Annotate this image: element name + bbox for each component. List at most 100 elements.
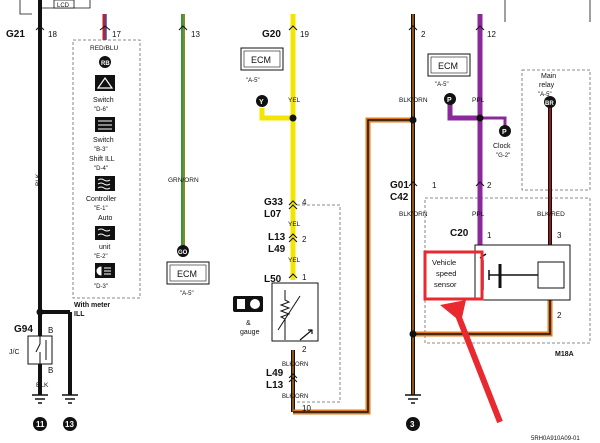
rb-pin-label: RB: [101, 61, 110, 67]
ecm1-inner: [243, 50, 281, 68]
gauge-frame: [292, 204, 341, 403]
meter-unit: unit: [99, 244, 110, 251]
g94-label: G94: [14, 324, 33, 335]
variant-label: M18A: [555, 351, 574, 358]
sender-wiper-icon: [277, 295, 301, 331]
vss-label-line1: Vehicle: [432, 258, 456, 267]
l13-pin: 2: [302, 235, 307, 244]
fog-light-beam-icon: [96, 266, 111, 276]
g01-pin2: 2: [487, 181, 492, 190]
connector-mark: [475, 181, 485, 187]
hazard-triangle-icon: [96, 76, 114, 89]
jc-label: J/C: [9, 349, 20, 356]
ecm1-pin: [256, 95, 268, 107]
main-relay-frame: [521, 69, 591, 191]
ecm3-ref: "A-5": [435, 82, 449, 88]
c42-label: C42: [390, 192, 409, 203]
g33-pin: 4: [302, 198, 307, 207]
ecm1-ref: "A-5": [246, 78, 260, 84]
vss-label-line2: speed: [436, 269, 456, 278]
ecm1-box: [240, 47, 284, 71]
wire-blk-orn-sensor: [413, 300, 553, 337]
with-meter-line2: ILL: [74, 311, 85, 318]
g20-pin: 19: [300, 30, 309, 39]
ecm3-pin-label: P: [447, 97, 452, 104]
wire-label-blk-orn1: BLK/ORN: [282, 362, 308, 368]
main-relay-pin: [544, 96, 556, 108]
pin10-label: 10: [302, 404, 311, 413]
c20-pin3: 3: [557, 231, 562, 240]
with-meter-line1: With meter: [74, 302, 110, 309]
g01-pin1: 1: [432, 181, 437, 190]
heater-wave-icon: [97, 178, 111, 190]
wire-label-yel2: YEL: [288, 221, 301, 228]
wire-label-grn-orn: GRN/ORN: [168, 177, 199, 184]
pin12-label: 12: [487, 30, 496, 39]
clock-ref: "G-2": [496, 153, 510, 159]
ecm3-box: [427, 53, 471, 77]
meter-auto: Auto: [98, 215, 113, 222]
fuel-pump-glyph: [237, 299, 245, 309]
wire-label-blk-bottom: BLK: [36, 382, 49, 389]
ecm2-label: ECM: [177, 269, 197, 279]
auto-unit-wave-icon: [97, 228, 111, 237]
ground-3: 3: [405, 394, 421, 431]
ecm2-pin-label: GO: [178, 250, 188, 256]
g01-label: G01: [390, 180, 409, 191]
ground-11: 11: [32, 394, 48, 431]
wire-blk-orn-bottom-core: [293, 119, 413, 413]
pin13-label: 13: [191, 30, 200, 39]
meter-ref-e1: "E-1": [94, 206, 108, 212]
wire-label-red-blu: RED/BLU: [90, 45, 118, 52]
clock-pin: [499, 125, 511, 137]
l49b-label: L49: [266, 368, 284, 379]
l50-label: L50: [264, 274, 282, 285]
wire-yel-ecm: [259, 108, 293, 121]
meter-switch1: Switch: [93, 97, 114, 104]
l13b-label: L13: [266, 380, 284, 391]
auto-unit-icon: [95, 226, 115, 240]
wire-blk-orn-bottom: [293, 117, 413, 415]
ground-symbol-icon: [405, 394, 421, 404]
g21-label: G21: [6, 29, 25, 40]
ground-11-circle: [33, 417, 47, 431]
connector-marks: [35, 25, 485, 383]
ecm3-label: ECM: [438, 61, 458, 71]
sender-resistor-icon: [279, 290, 291, 340]
connector-mark: [288, 25, 298, 31]
gauge-dial-glyph: [250, 299, 260, 309]
junction-dot: [36, 308, 44, 316]
ground-3-label: 3: [410, 420, 415, 429]
ecm3-inner: [430, 56, 468, 74]
l49-label: L49: [268, 244, 286, 255]
meter-controller: Controller: [86, 196, 117, 203]
connector-mark: [35, 25, 45, 31]
c20-label: C20: [450, 228, 469, 239]
ecm2-pin: [177, 245, 189, 257]
meter-ill-components: RB Switch "D-6" Switch "B-3" Shift ILL "…: [74, 56, 117, 318]
ecm2-box: [166, 261, 210, 285]
meter-ref-d3: "D-3": [94, 284, 108, 290]
wire-label-yel3: YEL: [288, 257, 301, 264]
connector-mark: [475, 25, 485, 31]
l50-pin: 1: [302, 273, 307, 282]
meter-ref-d4: "D-4": [94, 166, 108, 172]
ecm1-pin-label: Y: [259, 99, 264, 106]
wire-label-blk-orn2: BLK/ORN: [282, 394, 308, 400]
wire-label-ppl1: PPL: [472, 97, 485, 104]
pin17-label: 17: [112, 30, 121, 39]
l13-label: L13: [268, 232, 286, 243]
ground-11-label: 11: [36, 420, 45, 429]
jc-switch-icon: [35, 336, 47, 364]
g21-pin: 18: [48, 30, 57, 39]
l07-label: L07: [264, 209, 282, 220]
top-right-frame: [504, 0, 591, 22]
wire-ppl-ecm: [447, 100, 480, 121]
meter-ref-e2: "E-2": [94, 254, 108, 260]
ecm3-pin: [444, 93, 456, 105]
wire-label-blk-orn4: BLK/ORN: [399, 211, 428, 218]
junction-dot: [409, 116, 417, 124]
ground-13: 13: [62, 394, 78, 431]
wire-label-yel1: YEL: [288, 97, 301, 104]
